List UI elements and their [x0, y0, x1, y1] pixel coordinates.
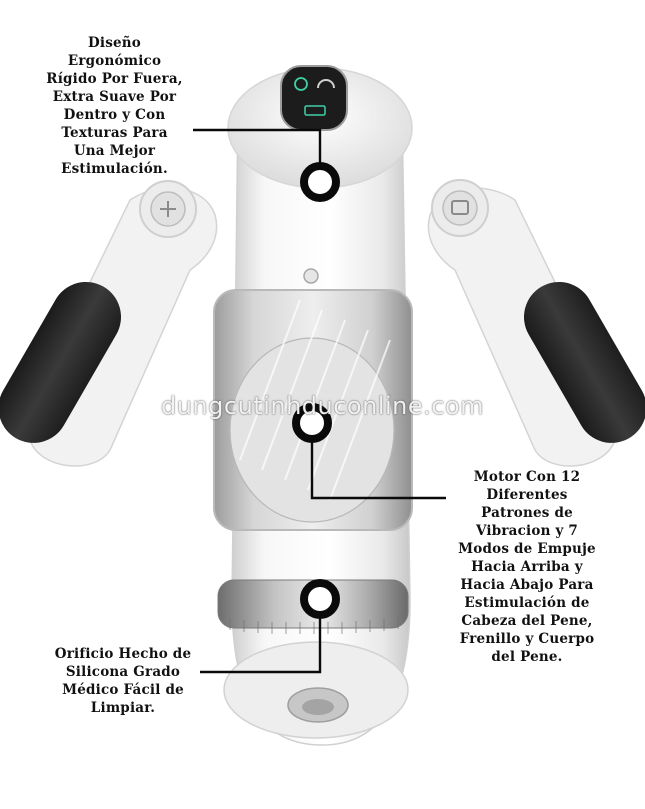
callout-line: Texturas Para: [61, 125, 168, 141]
marker-design: [300, 162, 340, 202]
speed-gauge-icon[interactable]: [317, 79, 335, 89]
callout-line: Patrones de: [481, 505, 573, 521]
callout-markers: [292, 162, 340, 619]
callout-line: Extra Suave Por: [52, 89, 177, 105]
battery-icon: [304, 105, 326, 116]
callout-line: Vibracion y 7: [475, 523, 579, 539]
callout-line: Motor Con 12: [473, 469, 581, 485]
callout-orifice-text: Orificio Hecho de Silicona Grado Médico …: [18, 645, 228, 717]
callout-lines: [193, 128, 446, 674]
callout-line: del Pene.: [491, 649, 563, 665]
callout-line: Modos de Empuje: [458, 541, 596, 557]
window-streaks: [239, 299, 391, 501]
marker-motor: [292, 403, 332, 443]
callout-line: Estimulación de: [464, 595, 590, 611]
callout-line: Hacia Abajo Para: [460, 577, 594, 593]
callout-line: Estimulación.: [61, 161, 168, 177]
power-icon[interactable]: [294, 77, 308, 91]
callout-line: Rígido Por Fuera,: [46, 71, 183, 87]
watermark: dungcutinhduconline.com: [160, 392, 485, 420]
control-display[interactable]: [280, 65, 348, 131]
ring-ridges: [229, 617, 399, 634]
left-handle: [0, 180, 218, 467]
callout-line: Orificio Hecho de: [54, 646, 192, 662]
callout-motor-text: Motor Con 12 Diferentes Patrones de Vibr…: [418, 468, 636, 666]
callout-line: Diferentes: [486, 487, 568, 503]
right-handle: [427, 179, 645, 467]
callout-line: Médico Fácil de: [62, 682, 184, 698]
charging-port: [303, 268, 319, 284]
callout-line: Ergonómico: [67, 53, 162, 69]
marker-orifice: [300, 579, 340, 619]
callout-line: Hacia Arriba y: [471, 559, 583, 575]
callout-line: Una Mejor: [73, 143, 156, 159]
thrust-button-icon[interactable]: [442, 190, 478, 226]
right-grip: [524, 281, 645, 443]
callout-line: Silicona Grado: [65, 664, 181, 680]
callout-line: Frenillo y Cuerpo: [459, 631, 595, 647]
left-grip: [0, 281, 121, 443]
callout-line: Cabeza del Pene,: [461, 613, 593, 629]
callout-design-text: Diseño Ergonómico Rígido Por Fuera, Extr…: [12, 34, 217, 178]
callout-line: Dentro y Con: [63, 107, 166, 123]
callout-line: Limpiar.: [90, 700, 156, 716]
callout-line: Diseño: [87, 35, 142, 51]
